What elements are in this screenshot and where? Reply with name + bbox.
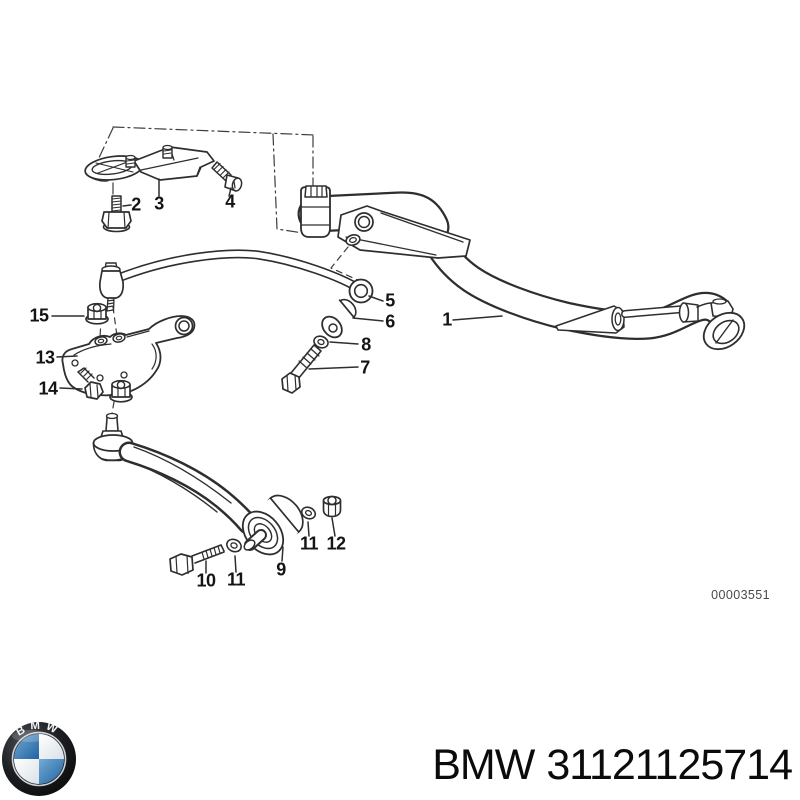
bushing-and-bolt-drawing [281, 278, 374, 394]
callout-label: 2 [131, 194, 141, 215]
stabilizer-bar-drawing [297, 185, 746, 351]
callout-label: 5 [385, 290, 395, 311]
callout-label: 3 [154, 193, 164, 214]
control-arm-drawing [92, 412, 342, 576]
callout-label: 10 [196, 570, 216, 591]
callout-label: 12 [326, 533, 346, 554]
callout-label: 13 [35, 347, 55, 368]
logo-quadrants [14, 734, 64, 784]
bmw-logo: BMW [0, 720, 78, 798]
callout-label: 9 [276, 559, 286, 580]
brand-text: BMW [432, 741, 535, 789]
callout-label: 7 [360, 357, 370, 378]
link-rod-drawing [98, 249, 363, 312]
callout-label: 6 [385, 311, 395, 332]
callout-label: 11 [299, 533, 319, 554]
callout-label: 15 [29, 305, 49, 326]
callout-label: 14 [38, 378, 58, 399]
callout-leader-lines [51, 178, 503, 574]
part-number-text: 31121125714 [546, 741, 793, 789]
support-bracket-drawing [84, 144, 243, 233]
callout-label: 8 [361, 334, 371, 355]
pitman-arm-drawing [61, 302, 196, 403]
callout-label: 11 [226, 569, 246, 590]
assembly-guide-lines [96, 126, 316, 234]
drawing-number: 00003551 [711, 588, 770, 602]
callout-label: 1 [442, 309, 452, 330]
callout-label: 4 [225, 191, 235, 212]
